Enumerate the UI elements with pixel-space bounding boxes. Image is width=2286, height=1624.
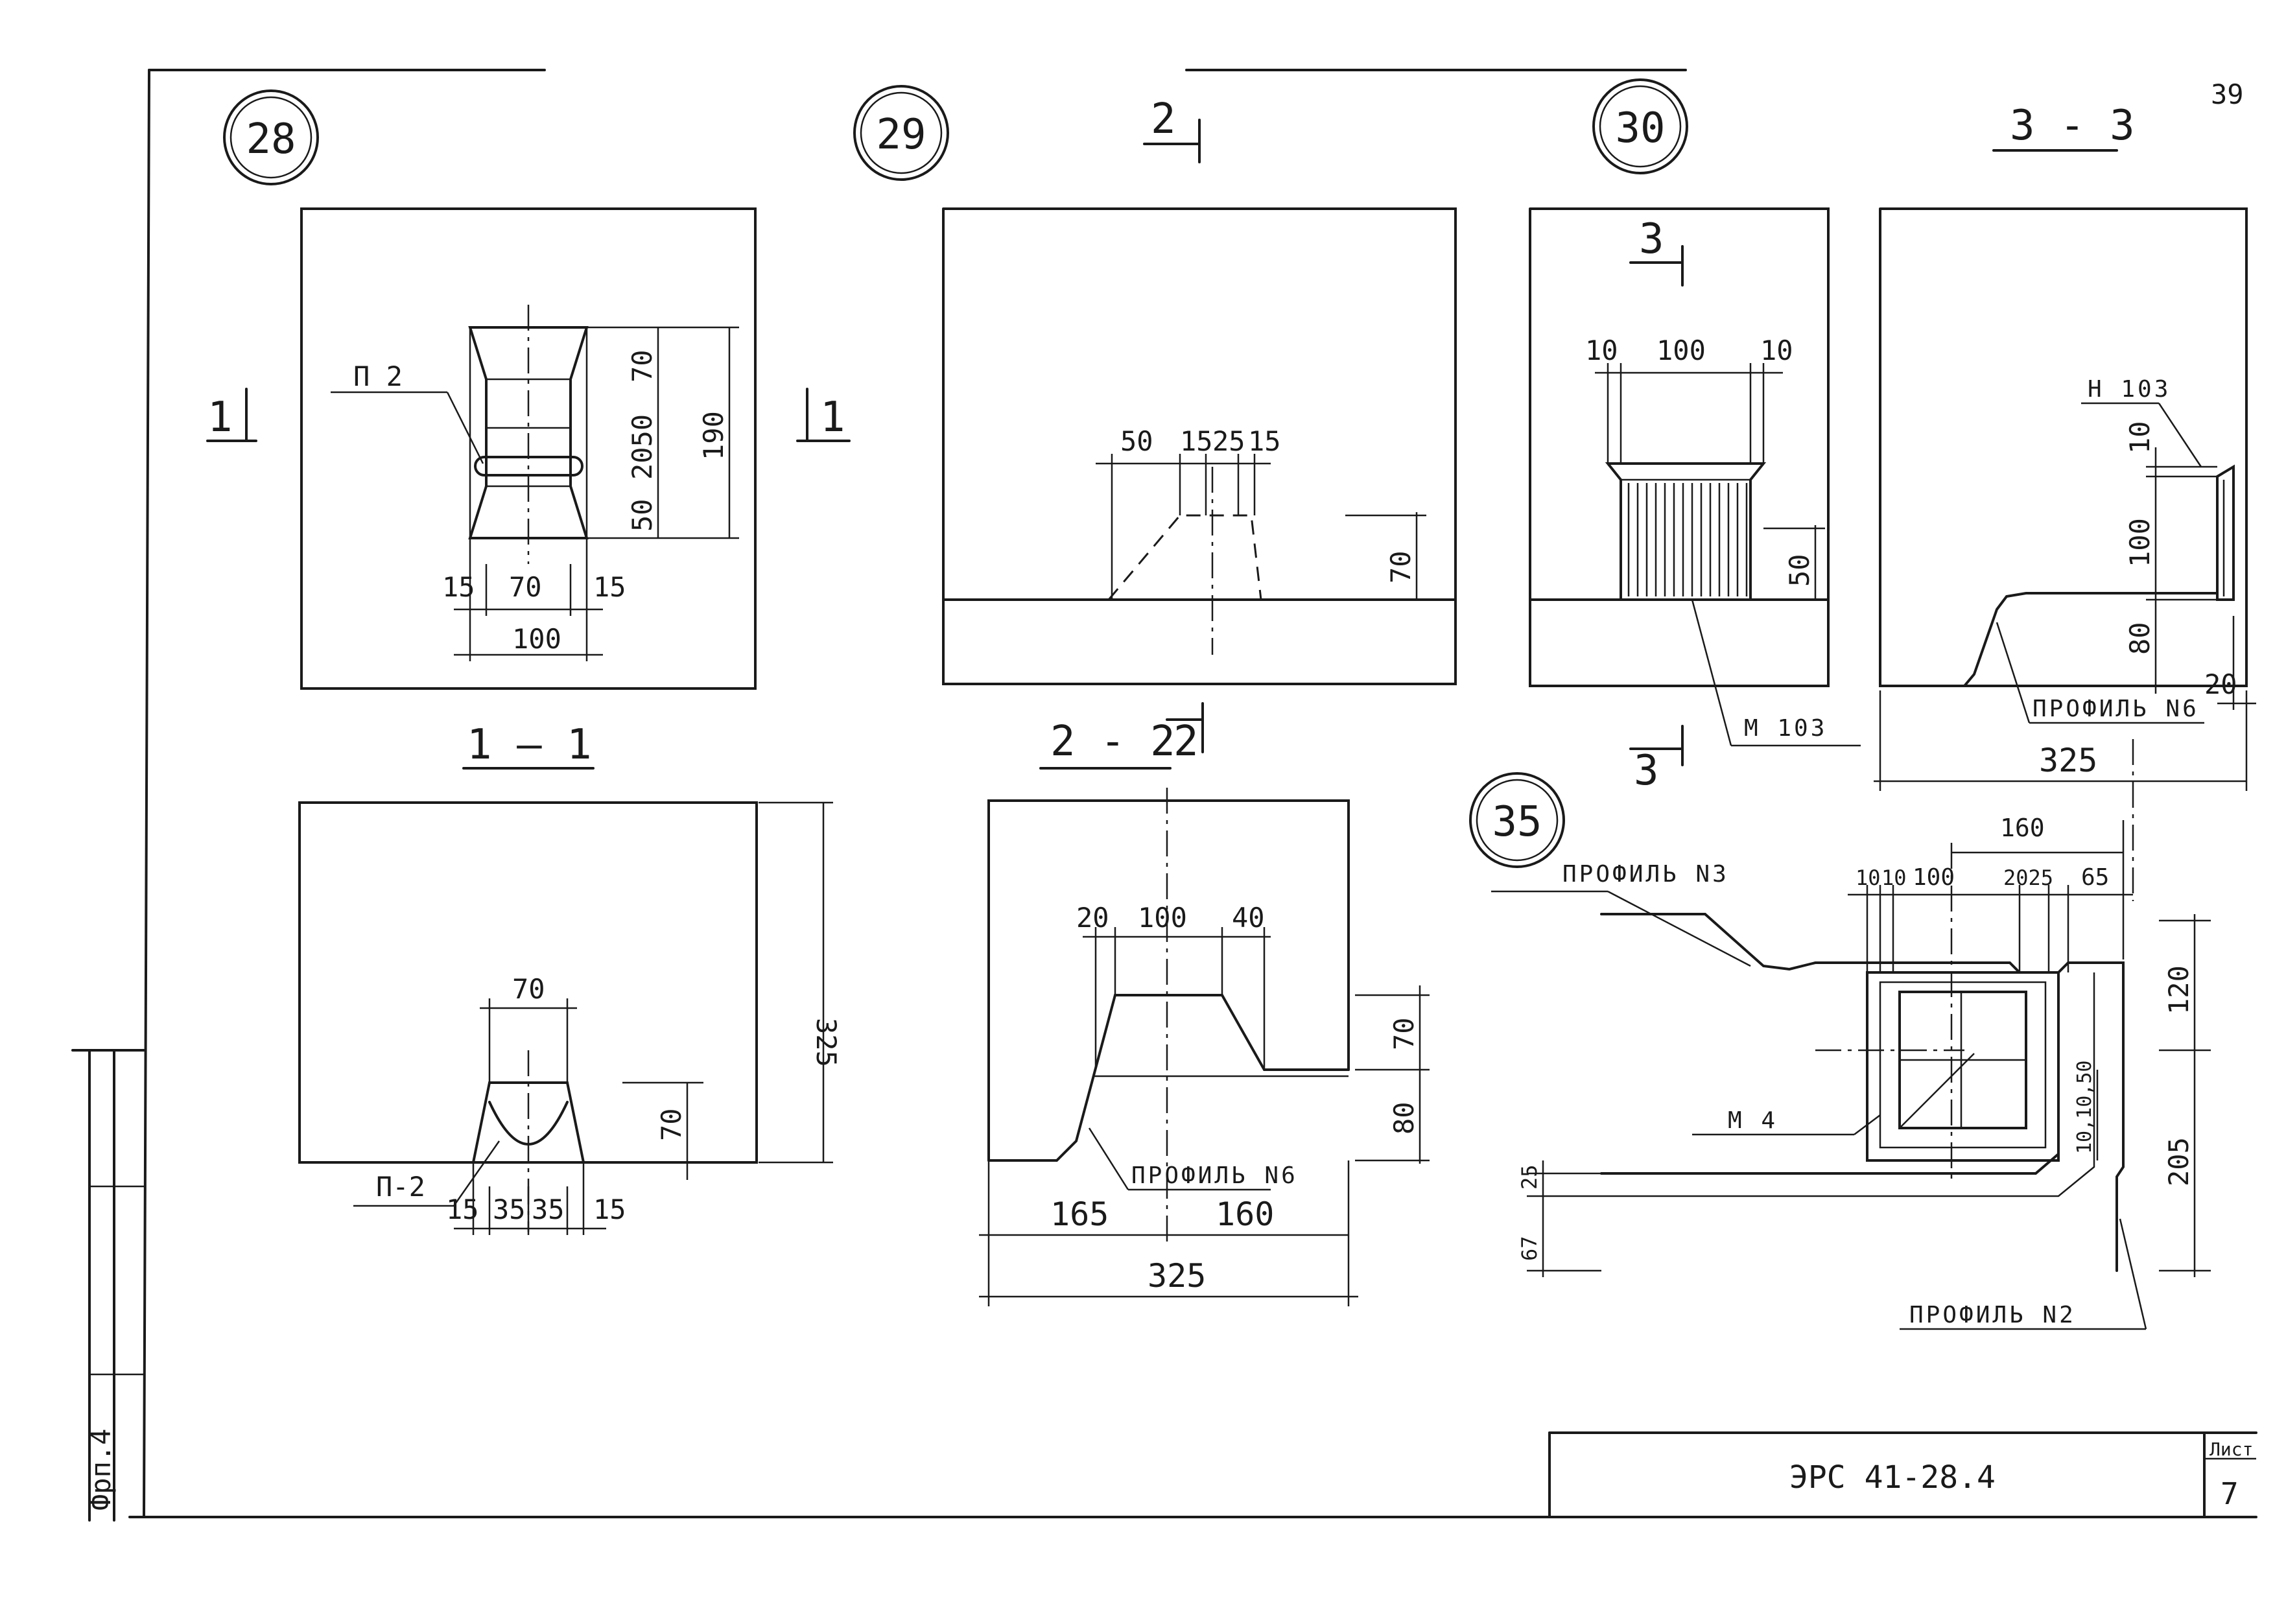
view-35: 35 ПРОФИЛЬ N3 М 4 160 10 10 100 — [1469, 772, 2211, 1330]
section-3-3-dim-100: 100 — [2124, 518, 2156, 567]
view-35-dim-65: 65 — [2081, 864, 2109, 891]
drawing-designation: ЭРС 41-28.4 — [1789, 1459, 1996, 1496]
view-29-dim-15-b: 15 — [1248, 425, 1281, 457]
view-35-bubble — [1469, 772, 1565, 868]
section-2-2-section-mark: 2 — [1173, 718, 1199, 766]
view-35-dim-120: 120 — [2163, 965, 2195, 1015]
view-30-dim-10-right: 10 — [1760, 335, 1793, 366]
section-3-3-dim-325: 325 — [2039, 742, 2097, 779]
section-1-1-part-label: П-2 — [376, 1171, 425, 1203]
section-3-3: 3 - 3 Н 103 10 100 80 20 ПРОФИЛЬ N6 325 — [1874, 102, 2256, 901]
section-1-1-dim-70-vertical: 70 — [655, 1108, 687, 1141]
view-35-dim-10-a: 10 — [1856, 865, 1881, 890]
view-28-dim-2050: 2050 — [626, 414, 658, 480]
view-35-dim-10-b: 10 — [1881, 865, 1907, 890]
view-30-section-mark-top: 3 — [1639, 215, 1664, 263]
section-3-3-dim-80: 80 — [2124, 622, 2156, 655]
view-29-bubble — [853, 85, 949, 181]
view-35-dim-205: 205 — [2163, 1137, 2195, 1186]
view-29: 29 2 50 15 25 15 70 — [853, 85, 1457, 685]
page-number: 39 — [2211, 78, 2244, 110]
section-3-3-profile-label: ПРОФИЛЬ N6 — [2033, 696, 2199, 722]
section-2-2-dim-165: 165 — [1050, 1195, 1109, 1233]
view-28-bubble — [223, 89, 319, 185]
section-1-1-dim-325: 325 — [810, 1018, 842, 1067]
section-1-1-title: 1 — 1 — [467, 721, 592, 769]
view-28-section-mark-right: 1 — [820, 394, 845, 441]
section-3-3-dim-10: 10 — [2124, 421, 2156, 454]
view-28: 28 П 2 1 1 70 2050 50 190 — [206, 89, 851, 690]
view-28-dim-50: 50 — [626, 499, 658, 532]
view-30-grille-bars — [1627, 483, 1748, 596]
view-28-dim-15-right: 15 — [593, 571, 626, 603]
section-3-3-part-label: Н 103 — [2088, 376, 2171, 403]
section-2-2: 2 - 2 2 20 100 40 70 80 ПРОФИЛЬ N6 — [979, 702, 1430, 1306]
section-2-2-dim-160: 160 — [1216, 1195, 1274, 1233]
view-28-dim-15-left: 15 — [442, 571, 475, 603]
view-30-number: 30 — [1615, 104, 1665, 152]
section-2-2-dim-70: 70 — [1388, 1017, 1420, 1050]
view-35-profile-3-label: ПРОФИЛЬ N3 — [1562, 861, 1729, 888]
view-30-dim-100: 100 — [1656, 335, 1706, 366]
view-28-dim-190: 190 — [698, 411, 729, 460]
section-1-1-dim-15-right: 15 — [593, 1194, 626, 1225]
view-29-dim-25: 25 — [1212, 425, 1245, 457]
view-28-dim-100: 100 — [512, 623, 561, 655]
section-3-3-title: 3 - 3 — [2010, 102, 2135, 150]
view-28-section-mark-left: 1 — [207, 394, 233, 441]
view-35-dim-10-10-50: 10,10,50 — [2073, 1061, 2096, 1155]
margin-stamp: Фрп.4 — [85, 1429, 117, 1511]
view-35-dim-2025: 2025 — [2003, 865, 2053, 890]
view-35-dim-100: 100 — [1913, 864, 1955, 891]
view-30-part-label: М 103 — [1744, 715, 1827, 742]
view-29-dim-50: 50 — [1120, 425, 1153, 457]
section-3-3-dim-20: 20 — [2204, 668, 2237, 700]
sheet-number: 7 — [2221, 1476, 2239, 1511]
view-28-dim-70-vertical: 70 — [626, 349, 658, 382]
section-1-1-dim-35-left: 35 — [493, 1194, 526, 1225]
sheet-frame: Фрп.4 ЭРС 41-28.4 Лист 7 39 — [71, 69, 2257, 1522]
view-35-part-label: М 4 — [1728, 1107, 1778, 1134]
view-30: 30 3 10 100 — [1529, 78, 1861, 795]
view-29-section-mark-top: 2 — [1151, 95, 1176, 143]
view-35-dim-67: 67 — [1517, 1236, 1542, 1261]
section-1-1-dim-70-top: 70 — [512, 973, 545, 1005]
view-28-dim-70: 70 — [509, 571, 542, 603]
section-1-1: 1 — 1 П-2 70 325 70 15 35 35 15 — [298, 721, 842, 1235]
section-2-2-profile-label: ПРОФИЛЬ N6 — [1131, 1162, 1298, 1189]
sheet-label: Лист — [2209, 1439, 2253, 1460]
view-35-number: 35 — [1492, 798, 1542, 846]
view-29-dim-70: 70 — [1385, 550, 1417, 583]
view-30-dim-50: 50 — [1784, 554, 1815, 587]
view-35-dim-160: 160 — [2000, 814, 2045, 842]
section-2-2-dim-20: 20 — [1076, 902, 1109, 934]
view-35-dim-25: 25 — [1517, 1164, 1542, 1190]
view-28-number: 28 — [246, 115, 296, 163]
section-1-1-dim-35-right: 35 — [532, 1194, 565, 1225]
view-28-part-label: П 2 — [353, 360, 403, 392]
section-2-2-dim-80: 80 — [1388, 1101, 1420, 1135]
view-30-section-mark-bottom: 3 — [1634, 747, 1659, 795]
view-29-number: 29 — [876, 111, 926, 159]
view-29-dim-15-a: 15 — [1180, 425, 1213, 457]
view-30-bubble — [1592, 78, 1688, 174]
section-2-2-dim-100: 100 — [1138, 902, 1187, 934]
view-30-dim-10-left: 10 — [1585, 335, 1618, 366]
section-2-2-dim-40: 40 — [1232, 902, 1265, 934]
section-1-1-dim-15-left: 15 — [446, 1194, 479, 1225]
view-35-profile-2-label: ПРОФИЛЬ N2 — [1909, 1302, 2076, 1328]
section-2-2-dim-325: 325 — [1148, 1257, 1206, 1295]
section-2-2-title: 2 - 2 — [1050, 718, 1175, 766]
